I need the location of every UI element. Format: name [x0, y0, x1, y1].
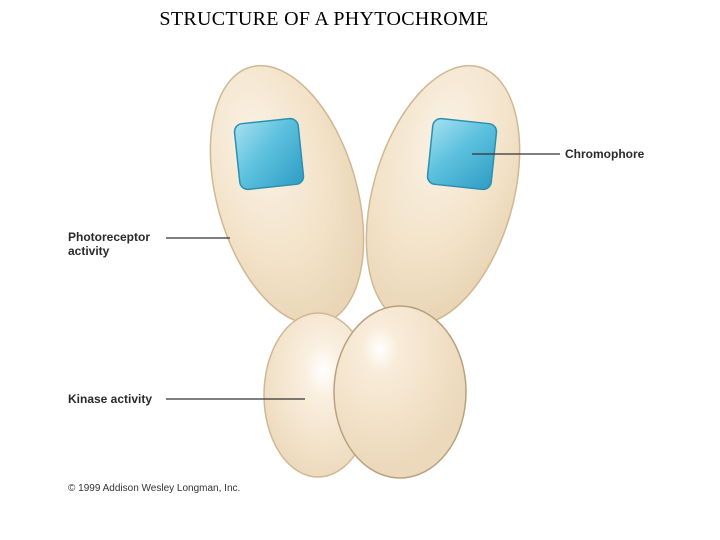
chromophore-label: Chromophore [565, 147, 645, 161]
left-chromophore [233, 117, 305, 191]
left-photoreceptor-lobe [209, 64, 365, 326]
right-kinase-domain [333, 305, 467, 479]
copyright-notice: © 1999 Addison Wesley Longman, Inc. [68, 483, 241, 494]
right-chromophore [426, 117, 498, 191]
right-photoreceptor-lobe [365, 64, 521, 326]
photoreceptor-label-line2: activity [68, 244, 110, 258]
page-title: STRUCTURE OF A PHYTOCHROME [159, 8, 489, 30]
photoreceptor-label-line1: Photoreceptor [68, 230, 151, 244]
kinase-label: Kinase activity [68, 392, 153, 406]
